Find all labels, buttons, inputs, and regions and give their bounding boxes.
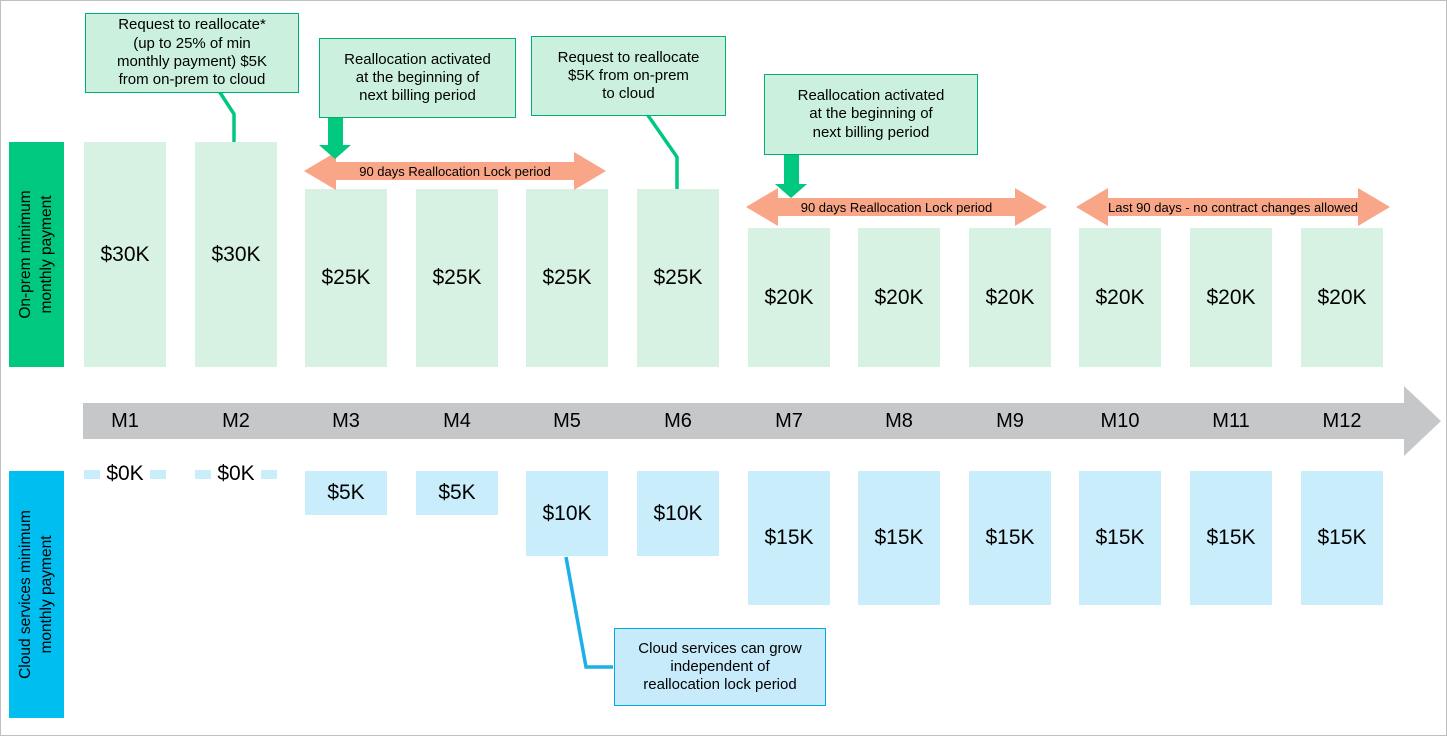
onprem-bar-value: $20K xyxy=(1206,285,1256,309)
callout-request-reallocate-2: Request to reallocate $5K from on-prem t… xyxy=(531,36,726,116)
arrow-left-head-icon xyxy=(1076,188,1108,226)
timeline-month-m10: M10 xyxy=(1100,410,1140,432)
onprem-bar-m12: $20K xyxy=(1301,228,1383,367)
onprem-bar-m10: $20K xyxy=(1079,228,1161,367)
timeline-band xyxy=(83,403,1404,439)
timeline-month-m7: M7 xyxy=(775,410,803,432)
cloud-bar-value: $15K xyxy=(1095,526,1145,549)
onprem-bar-value: $25K xyxy=(432,266,482,289)
onprem-bar-value: $20K xyxy=(985,285,1035,309)
cloud-bar-value: $0K xyxy=(211,462,261,486)
timeline-month-m5: M5 xyxy=(553,410,581,432)
lock-period-label-2: 90 days Reallocation Lock period xyxy=(778,198,1015,216)
timeline-month-m6: M6 xyxy=(664,410,692,432)
cloud-bar-value: $15K xyxy=(985,526,1035,549)
cloud-bar-value-m1: $0K xyxy=(84,460,166,488)
timeline-month-m2: M2 xyxy=(222,410,250,432)
onprem-bar-value: $30K xyxy=(100,242,150,266)
cloud-bar-value: $15K xyxy=(1206,526,1256,549)
onprem-bar-value: $20K xyxy=(764,285,814,309)
arrow-left-head-icon xyxy=(746,188,778,226)
callout-reallocation-activated-1: Reallocation activated at the beginning … xyxy=(319,38,516,118)
cloud-bar-value: $0K xyxy=(100,462,150,486)
connector-m5-cloud-bar-to-growth-callout xyxy=(564,556,613,669)
arrow-right-head-icon xyxy=(1358,188,1391,226)
onprem-bar-value: $20K xyxy=(874,285,924,309)
onprem-bar-m8: $20K xyxy=(858,228,940,367)
activation-down-arrow-2 xyxy=(775,153,807,198)
cloud-bar-value: $5K xyxy=(327,481,365,504)
callout-reallocation-activated-2: Reallocation activated at the beginning … xyxy=(764,74,978,155)
cloud-bar-value: $15K xyxy=(874,526,924,549)
callout-request-reallocate-1: Request to reallocate* (up to 25% of min… xyxy=(85,13,299,93)
onprem-bar-m11: $20K xyxy=(1190,228,1272,367)
last-90-days-label: Last 90 days - no contract changes allow… xyxy=(1108,198,1359,216)
connector-reallocate1-to-m2-bar xyxy=(217,90,236,146)
cloud-bar-value: $15K xyxy=(764,526,814,549)
cloud-bar-m10: $15K xyxy=(1079,471,1161,605)
timeline-month-m1: M1 xyxy=(111,410,139,432)
activation-down-arrow-1 xyxy=(319,113,351,159)
onprem-bar-value: $20K xyxy=(1095,285,1145,309)
timeline-arrowhead-icon xyxy=(1404,386,1441,456)
onprem-bar-m1: $30K xyxy=(84,142,166,367)
cloud-row-label: Cloud services minimum monthly payment xyxy=(9,471,64,718)
cloud-bar-m8: $15K xyxy=(858,471,940,605)
down-arrow-shaft xyxy=(327,113,343,145)
arrow-right-head-icon xyxy=(1015,188,1047,226)
onprem-bar-m3: $25K xyxy=(305,189,387,367)
onprem-bar-m9: $20K xyxy=(969,228,1051,367)
timeline-month-m11: M11 xyxy=(1212,410,1250,432)
cloud-bar-m9: $15K xyxy=(969,471,1051,605)
cloud-bar-value-m2: $0K xyxy=(195,460,277,488)
onprem-bar-value: $30K xyxy=(211,242,261,266)
last-90-days-arrow: Last 90 days - no contract changes allow… xyxy=(1076,188,1391,226)
onprem-row-label: On-prem minimum monthly payment xyxy=(9,142,64,367)
onprem-bar-value: $25K xyxy=(653,266,703,289)
onprem-bar-m5: $25K xyxy=(526,189,608,367)
onprem-bar-m7: $20K xyxy=(748,228,830,367)
cloud-bar-value: $10K xyxy=(542,501,592,525)
lock-period-label-1: 90 days Reallocation Lock period xyxy=(336,162,574,180)
down-arrow-head-icon xyxy=(775,184,807,198)
cloud-bar-m5: $10K xyxy=(526,471,608,556)
down-arrow-shaft xyxy=(783,153,799,184)
cloud-bar-m3: $5K xyxy=(305,471,387,515)
onprem-bar-m2: $30K xyxy=(195,142,277,367)
onprem-bar-value: $25K xyxy=(321,266,371,289)
timeline-month-m9: M9 xyxy=(996,410,1024,432)
cloud-bar-value: $10K xyxy=(653,501,703,525)
callout-cloud-growth: Cloud services can grow independent of r… xyxy=(614,628,826,706)
timeline-month-m3: M3 xyxy=(332,410,360,432)
down-arrow-head-icon xyxy=(319,145,351,159)
timeline-month-m8: M8 xyxy=(885,410,913,432)
onprem-bar-value: $20K xyxy=(1317,285,1367,309)
cloud-bar-m6: $10K xyxy=(637,471,719,556)
cloud-bar-m11: $15K xyxy=(1190,471,1272,605)
arrow-right-head-icon xyxy=(574,152,606,190)
cloud-bar-m7: $15K xyxy=(748,471,830,605)
lock-period-arrow-2: 90 days Reallocation Lock period xyxy=(746,188,1047,226)
connector-reallocate2-to-m6-bar xyxy=(645,112,679,189)
onprem-row-label-text: On-prem minimum monthly payment xyxy=(17,190,55,319)
cloud-bar-m4: $5K xyxy=(416,471,498,515)
cloud-bar-value: $5K xyxy=(438,481,476,504)
timeline-month-m4: M4 xyxy=(443,410,471,432)
onprem-bar-m4: $25K xyxy=(416,189,498,367)
onprem-bar-value: $25K xyxy=(542,266,592,289)
timeline-month-m12: M12 xyxy=(1322,410,1362,432)
cloud-bar-m12: $15K xyxy=(1301,471,1383,605)
cloud-row-label-text: Cloud services minimum monthly payment xyxy=(17,510,55,679)
onprem-bar-m6: $25K xyxy=(637,189,719,367)
cloud-bar-value: $15K xyxy=(1317,526,1367,549)
